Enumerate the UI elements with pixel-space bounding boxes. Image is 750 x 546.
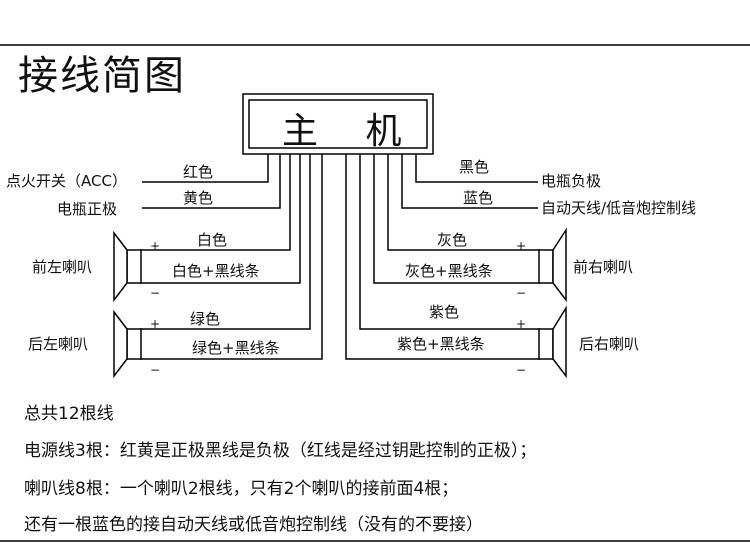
wire-purple-black — [345, 154, 540, 360]
note-power: 电源线3根：红黄是正极黑线是负极（红线是经过钥匙控制的正极）； — [24, 441, 537, 461]
wire-label-red: 红色 — [183, 163, 214, 181]
wire-label-white-black: 白色+黑线条 — [172, 262, 260, 280]
wire-white — [140, 154, 291, 251]
wire-green-black — [140, 154, 323, 360]
wire-gray — [387, 154, 540, 251]
polarity-plus-rear-left: + — [150, 317, 161, 331]
wire-label-blue: 蓝色 — [463, 189, 494, 207]
polarity-minus-front-left: − — [150, 286, 161, 300]
wire-gray-black — [373, 154, 540, 284]
page-title: 接线简图 — [18, 53, 186, 99]
note-total: 总共12根线 — [24, 404, 114, 424]
host-unit-label: 主 机 — [282, 111, 420, 152]
wire-black — [415, 154, 538, 183]
label-acc: 点火开关（ACC） — [6, 172, 127, 190]
label-battery-negative: 电瓶负极 — [541, 172, 602, 190]
label-rear-left-speaker: 后左喇叭 — [28, 335, 89, 353]
polarity-minus-rear-left: − — [150, 363, 161, 377]
wire-label-purple-black: 紫色+黑线条 — [397, 335, 485, 353]
note-speaker: 喇叭线8根：一个喇叭2根线，只有2个喇叭的接前面4根； — [24, 479, 459, 499]
polarity-plus-front-left: + — [150, 239, 161, 253]
label-front-right-speaker: 前右喇叭 — [573, 258, 634, 276]
wire-yellow — [142, 154, 281, 209]
speaker-front-left-icon — [113, 230, 142, 303]
label-front-left-speaker: 前左喇叭 — [32, 258, 93, 276]
host-unit-outer — [242, 93, 434, 155]
wire-green — [140, 154, 311, 330]
note-blue-wire: 还有一根蓝色的接自动天线或低音炮控制线（没有的不要接） — [24, 515, 483, 535]
polarity-minus-rear-right: − — [516, 363, 527, 377]
wire-label-black: 黑色 — [459, 158, 490, 176]
polarity-minus-front-right: − — [516, 286, 527, 300]
wire-label-white: 白色 — [197, 231, 228, 249]
wire-blue — [401, 154, 538, 209]
label-rear-right-speaker: 后右喇叭 — [579, 335, 640, 353]
wire-label-green-black: 绿色+黑线条 — [192, 339, 280, 357]
polarity-plus-front-right: + — [516, 239, 527, 253]
wire-purple — [359, 154, 540, 330]
polarity-plus-rear-right: + — [516, 317, 527, 331]
wire-red — [142, 154, 269, 183]
label-battery-positive: 电瓶正极 — [57, 200, 118, 218]
speaker-rear-left-icon — [113, 309, 142, 379]
wire-label-gray: 灰色 — [437, 231, 468, 249]
label-antenna: 自动天线/低音炮控制线 — [541, 199, 697, 217]
wire-label-gray-black: 灰色+黑线条 — [405, 262, 493, 280]
speaker-front-right-icon — [538, 227, 567, 303]
wire-label-purple: 紫色 — [429, 303, 460, 321]
host-unit-inner — [248, 99, 428, 149]
speaker-rear-right-icon — [538, 305, 567, 379]
wire-label-yellow: 黄色 — [183, 189, 214, 207]
wire-label-green: 绿色 — [190, 310, 221, 328]
wire-white-black — [140, 154, 301, 284]
